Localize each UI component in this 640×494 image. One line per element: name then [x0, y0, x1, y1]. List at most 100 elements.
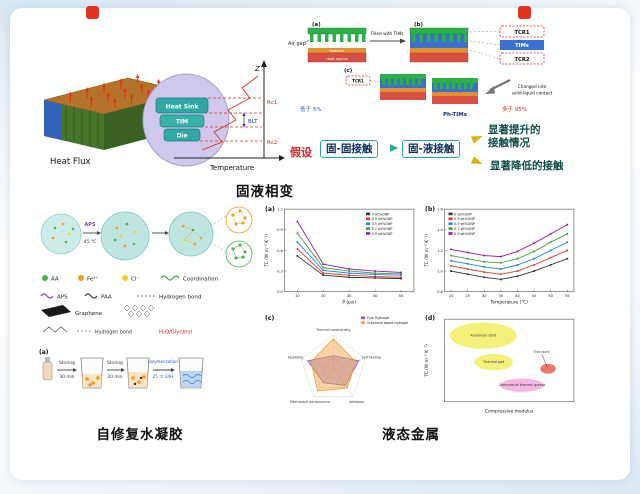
hydrogel-figure: APS 45 ℃ AA Fe³⁺ Cl⁻ Coordinat: [39, 206, 253, 389]
coordination-wave: [160, 275, 180, 281]
svg-text:Graphene-based hydrogel: Graphene-based hydrogel: [367, 321, 408, 325]
z-axis-label: Z: [254, 65, 260, 73]
temperature-axis-arrowhead: [279, 155, 285, 161]
changed-into-label: Changed into: [518, 84, 547, 90]
beaker-1-liquid: [82, 374, 102, 387]
svg-text:This work: This work: [533, 350, 550, 354]
beaker-3-gel: [181, 371, 202, 387]
vial: [42, 361, 53, 381]
svg-text:0.8: 0.8: [437, 290, 443, 294]
phase-change-figure: (a) Radiator Heat source Air gap Filled …: [286, 16, 578, 186]
svg-text:55: 55: [565, 294, 570, 298]
svg-text:10: 10: [295, 294, 300, 298]
beaker-2-particles: [131, 375, 146, 386]
svg-text:(b): (b): [425, 206, 435, 213]
below-5-label: 低于 5%: [300, 105, 321, 113]
svg-text:Self-healing: Self-healing: [362, 355, 381, 359]
heat-source-c2: [432, 96, 478, 104]
svg-text:Thermal conductivity: Thermal conductivity: [315, 328, 350, 332]
svg-text:TC (W m⁻¹ K⁻¹): TC (W m⁻¹ K⁻¹): [264, 234, 270, 268]
svg-text:Mechanical performance: Mechanical performance: [290, 400, 330, 404]
rc2-label: Rc2: [267, 140, 277, 146]
die-block: [163, 128, 201, 142]
hydrogel-sphere-3: [168, 211, 214, 257]
svg-text:1.6: 1.6: [437, 207, 443, 211]
fins-c1: [382, 79, 421, 85]
tim-label: TIM: [176, 119, 188, 126]
svg-text:1.4: 1.4: [437, 228, 443, 232]
layer-c2: [432, 92, 478, 96]
z-axis-arrowhead: [261, 60, 267, 67]
coordination-label: Coordination: [183, 277, 219, 283]
svg-text:0.5 wt%GNP: 0.5 wt%GNP: [372, 222, 393, 226]
zoom-line-2: [210, 241, 227, 253]
svg-text:(a): (a): [265, 206, 275, 213]
tcr1-legend-label: TCR1: [515, 30, 530, 36]
svg-text:30: 30: [347, 294, 352, 298]
heat-sink-block: [155, 97, 209, 114]
air-gap-label: Air gap: [288, 41, 306, 47]
inset-1-network: [231, 209, 247, 226]
paa-wave: [84, 293, 98, 299]
down-arrow-icon: [470, 156, 485, 168]
svg-text:(d): (d): [425, 315, 435, 322]
svg-text:(c): (c): [265, 315, 274, 322]
svg-text:TC (W m⁻¹ K⁻¹): TC (W m⁻¹ K⁻¹): [424, 344, 430, 378]
radiator-layer-a: [308, 48, 366, 53]
temp-arrow-label: 45 ℃: [84, 239, 96, 245]
heat-flux-tim-diagram: Heat Flux Heat Sink TIM Die Z Temperatur…: [43, 60, 285, 172]
heat-source-a: [307, 52, 367, 63]
svg-text:0 wt%GNP: 0 wt%GNP: [454, 212, 472, 216]
tcr1-legend-box: [499, 25, 545, 38]
radiator-layer-b: [410, 48, 468, 53]
h2o-glycerol-label: H₂O/Glycerol: [159, 330, 192, 336]
aa-dot: [42, 275, 48, 281]
graphene-label: Graphene: [75, 311, 103, 317]
tims-legend-box: [500, 40, 544, 50]
reaction-arrowhead-1: [97, 231, 101, 235]
beaker-2-liquid: [128, 372, 148, 387]
cl-dot: [122, 275, 128, 281]
graphene-lattice: [123, 304, 155, 318]
process-arrowhead-1: [73, 368, 77, 372]
svg-text:1.2: 1.2: [437, 249, 443, 253]
temperature-profile-line: [201, 75, 259, 151]
blt-arrow-up: [242, 112, 246, 116]
svg-text:0.3 wt%GNP: 0.3 wt%GNP: [372, 217, 393, 221]
panel-c-label: (c): [344, 68, 353, 74]
layer-c1: [380, 88, 426, 92]
block-blue-wedge: [44, 100, 62, 140]
flow-arrow-icon: [390, 144, 398, 152]
svg-text:Compressive modulus: Compressive modulus: [485, 408, 534, 414]
stirring-1-time: 30 min: [60, 374, 75, 380]
heat-source-c1: [380, 92, 426, 100]
svg-text:40: 40: [515, 294, 520, 298]
sphere-dots: [51, 222, 203, 248]
process-panel-label: (a): [39, 349, 49, 356]
phase-change-diagram: (a) Radiator Heat source Air gap Filled …: [288, 22, 553, 118]
up-arrow-icon: [470, 132, 485, 144]
hydrogel-sphere-2: [100, 211, 150, 261]
solid-liquid-contact-box: 固-液接触: [402, 140, 461, 158]
red-sticker-icon: [518, 6, 531, 19]
inset-2-network: [231, 243, 247, 260]
chart-c-svg: Thermal conductivitySelf-healingAdhesion…: [265, 315, 408, 404]
svg-text:50: 50: [399, 294, 404, 298]
stirring-1-label: Stirring: [59, 360, 75, 366]
svg-text:Aluminum solid: Aluminum solid: [470, 334, 496, 338]
svg-text:0.5 wt%GNP: 0.5 wt%GNP: [454, 222, 475, 226]
polymer-chain-sketch: [42, 326, 68, 333]
svg-text:Flexibility: Flexibility: [288, 355, 304, 359]
svg-text:20: 20: [449, 294, 454, 298]
die-label: Die: [176, 133, 187, 140]
air-gap-leader: [302, 39, 310, 44]
tcr2-legend-label: TCR2: [515, 57, 530, 63]
svg-text:1.0: 1.0: [437, 269, 443, 273]
vial-cap: [45, 357, 50, 362]
paa-label: PAA: [101, 295, 112, 301]
svg-text:40: 40: [373, 294, 378, 298]
